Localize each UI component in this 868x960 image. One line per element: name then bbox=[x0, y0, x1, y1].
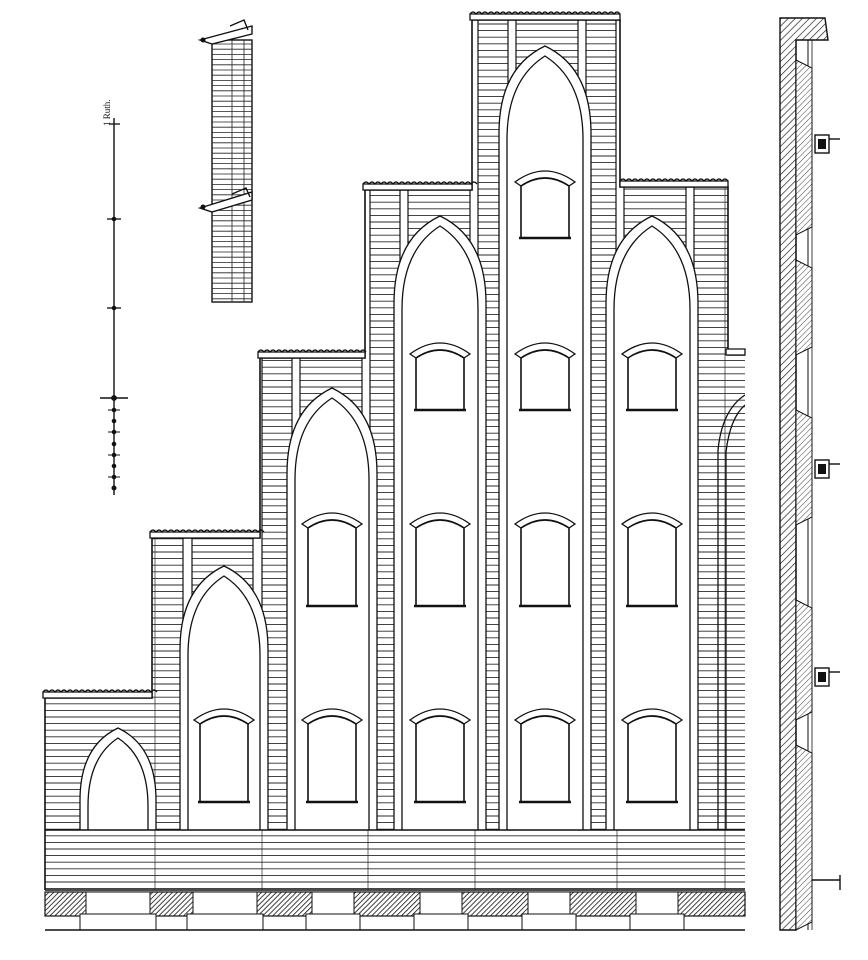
pointed-arch-recess bbox=[498, 45, 592, 830]
foundation-section bbox=[44, 891, 746, 917]
window-opening bbox=[300, 708, 364, 804]
section-pier bbox=[795, 744, 813, 931]
pointed-arch-recess bbox=[79, 727, 157, 830]
foundation-opening bbox=[419, 891, 463, 915]
foundation-opening bbox=[85, 891, 151, 915]
foundation-footing bbox=[629, 913, 685, 931]
foundation-opening bbox=[311, 891, 355, 915]
stepped-gable-facade bbox=[42, 11, 746, 931]
window-opening bbox=[620, 512, 684, 608]
scale-bar-label: 1 Ruth. bbox=[102, 99, 112, 126]
foundation-footing bbox=[305, 913, 361, 931]
section-pier bbox=[795, 259, 813, 356]
foundation-footing bbox=[521, 913, 577, 931]
section-pier bbox=[795, 409, 813, 526]
cornice-detail-drawing bbox=[197, 19, 253, 303]
section-pier bbox=[795, 599, 813, 721]
coping-crest bbox=[469, 11, 621, 15]
window-opening bbox=[300, 512, 364, 608]
foundation-opening bbox=[192, 891, 258, 915]
window-opening bbox=[620, 708, 684, 804]
coping-crest bbox=[149, 529, 265, 533]
wall-section-drawing bbox=[779, 17, 841, 931]
window-opening bbox=[513, 512, 577, 608]
window-opening bbox=[513, 708, 577, 804]
coping-crest bbox=[619, 178, 729, 182]
coping-crest bbox=[362, 181, 478, 185]
window-opening bbox=[408, 708, 472, 804]
window-opening bbox=[513, 342, 577, 412]
foundation-footing bbox=[186, 913, 264, 931]
coping-crest bbox=[42, 689, 158, 693]
foundation-opening bbox=[635, 891, 679, 915]
window-opening bbox=[192, 708, 256, 804]
window-opening bbox=[513, 170, 577, 240]
window-opening bbox=[620, 342, 684, 412]
foundation-footing bbox=[79, 913, 157, 931]
plinth bbox=[45, 829, 745, 891]
foundation-footing bbox=[413, 913, 469, 931]
coping-crest bbox=[257, 349, 367, 353]
pointed-arch-recess-partial bbox=[717, 394, 745, 830]
window-opening bbox=[408, 342, 472, 412]
section-pier bbox=[795, 59, 813, 236]
foundation-opening bbox=[527, 891, 571, 915]
step-copings bbox=[42, 13, 746, 699]
scale-bar-icon bbox=[100, 118, 128, 495]
window-opening bbox=[408, 512, 472, 608]
